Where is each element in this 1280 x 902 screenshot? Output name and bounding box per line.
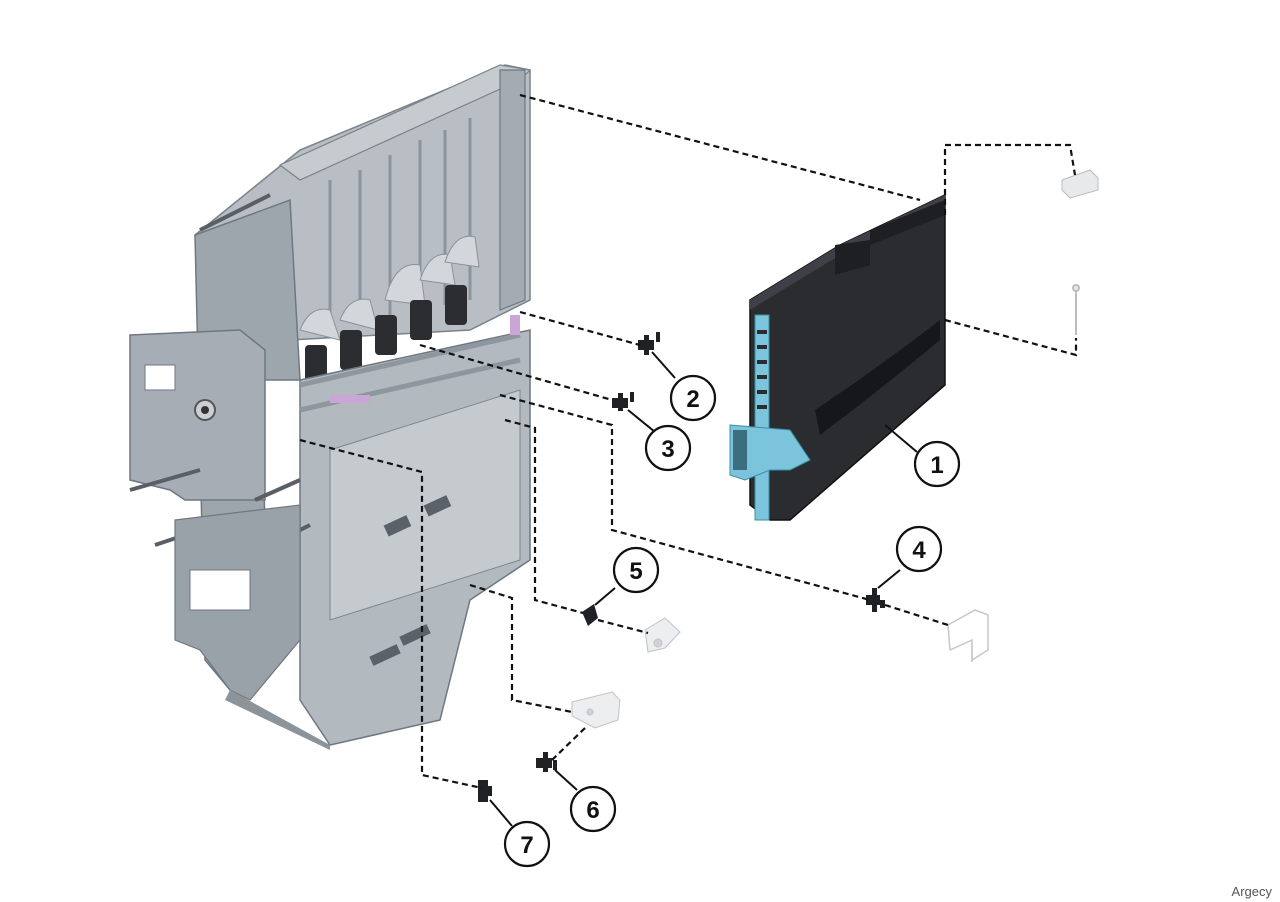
leader-part-7 bbox=[299, 438, 483, 790]
part-4-sensor bbox=[866, 588, 885, 612]
leader-part-5-ghost bbox=[597, 618, 649, 635]
leader-part-1-top bbox=[943, 143, 1077, 215]
leader-part-4 bbox=[499, 393, 871, 602]
callout-1-label: 1 bbox=[930, 452, 943, 479]
callout-6-label: 6 bbox=[586, 797, 599, 824]
leader-part-5 bbox=[504, 418, 584, 615]
leader-part-4-ghost bbox=[884, 603, 949, 627]
part-5-sensor bbox=[582, 604, 598, 626]
callout-5: 5 bbox=[612, 546, 660, 594]
callout-7-label: 7 bbox=[520, 832, 533, 859]
leader-frame-to-part-1 bbox=[519, 93, 921, 202]
pointer-lines bbox=[489, 351, 918, 827]
leader-part-3 bbox=[419, 343, 613, 402]
callout-7: 7 bbox=[503, 820, 551, 868]
leader-part-2 bbox=[519, 310, 641, 347]
callout-3-label: 3 bbox=[661, 436, 674, 463]
ghost-bracket-top-right bbox=[1061, 169, 1099, 199]
watermark-text: Argecy bbox=[1231, 884, 1272, 899]
ghost-pin bbox=[1072, 284, 1080, 335]
callout-5-label: 5 bbox=[629, 558, 642, 585]
leader-part-1-side bbox=[944, 318, 1078, 357]
callout-1: 1 bbox=[913, 440, 961, 488]
leader-part-6 bbox=[469, 583, 573, 714]
ghost-bracket-part-4 bbox=[947, 609, 989, 662]
part-1-transfer-module bbox=[729, 193, 946, 521]
callout-4: 4 bbox=[895, 525, 943, 573]
ghost-bracket-part-6 bbox=[571, 691, 621, 729]
callout-3: 3 bbox=[644, 424, 692, 472]
callout-4-label: 4 bbox=[912, 537, 926, 564]
leader-lines bbox=[299, 93, 1078, 790]
part-6-sensor bbox=[536, 752, 557, 772]
part-7-sensor bbox=[478, 780, 492, 802]
callout-2-label: 2 bbox=[686, 386, 699, 413]
leader-part-6-ghost bbox=[551, 727, 586, 761]
main-frame-assembly bbox=[129, 64, 532, 750]
callout-2: 2 bbox=[669, 374, 717, 422]
ghost-bracket-part-5 bbox=[644, 617, 681, 653]
part-2-sensor bbox=[638, 332, 660, 355]
part-3-sensor bbox=[612, 392, 634, 411]
callout-6: 6 bbox=[569, 785, 617, 833]
